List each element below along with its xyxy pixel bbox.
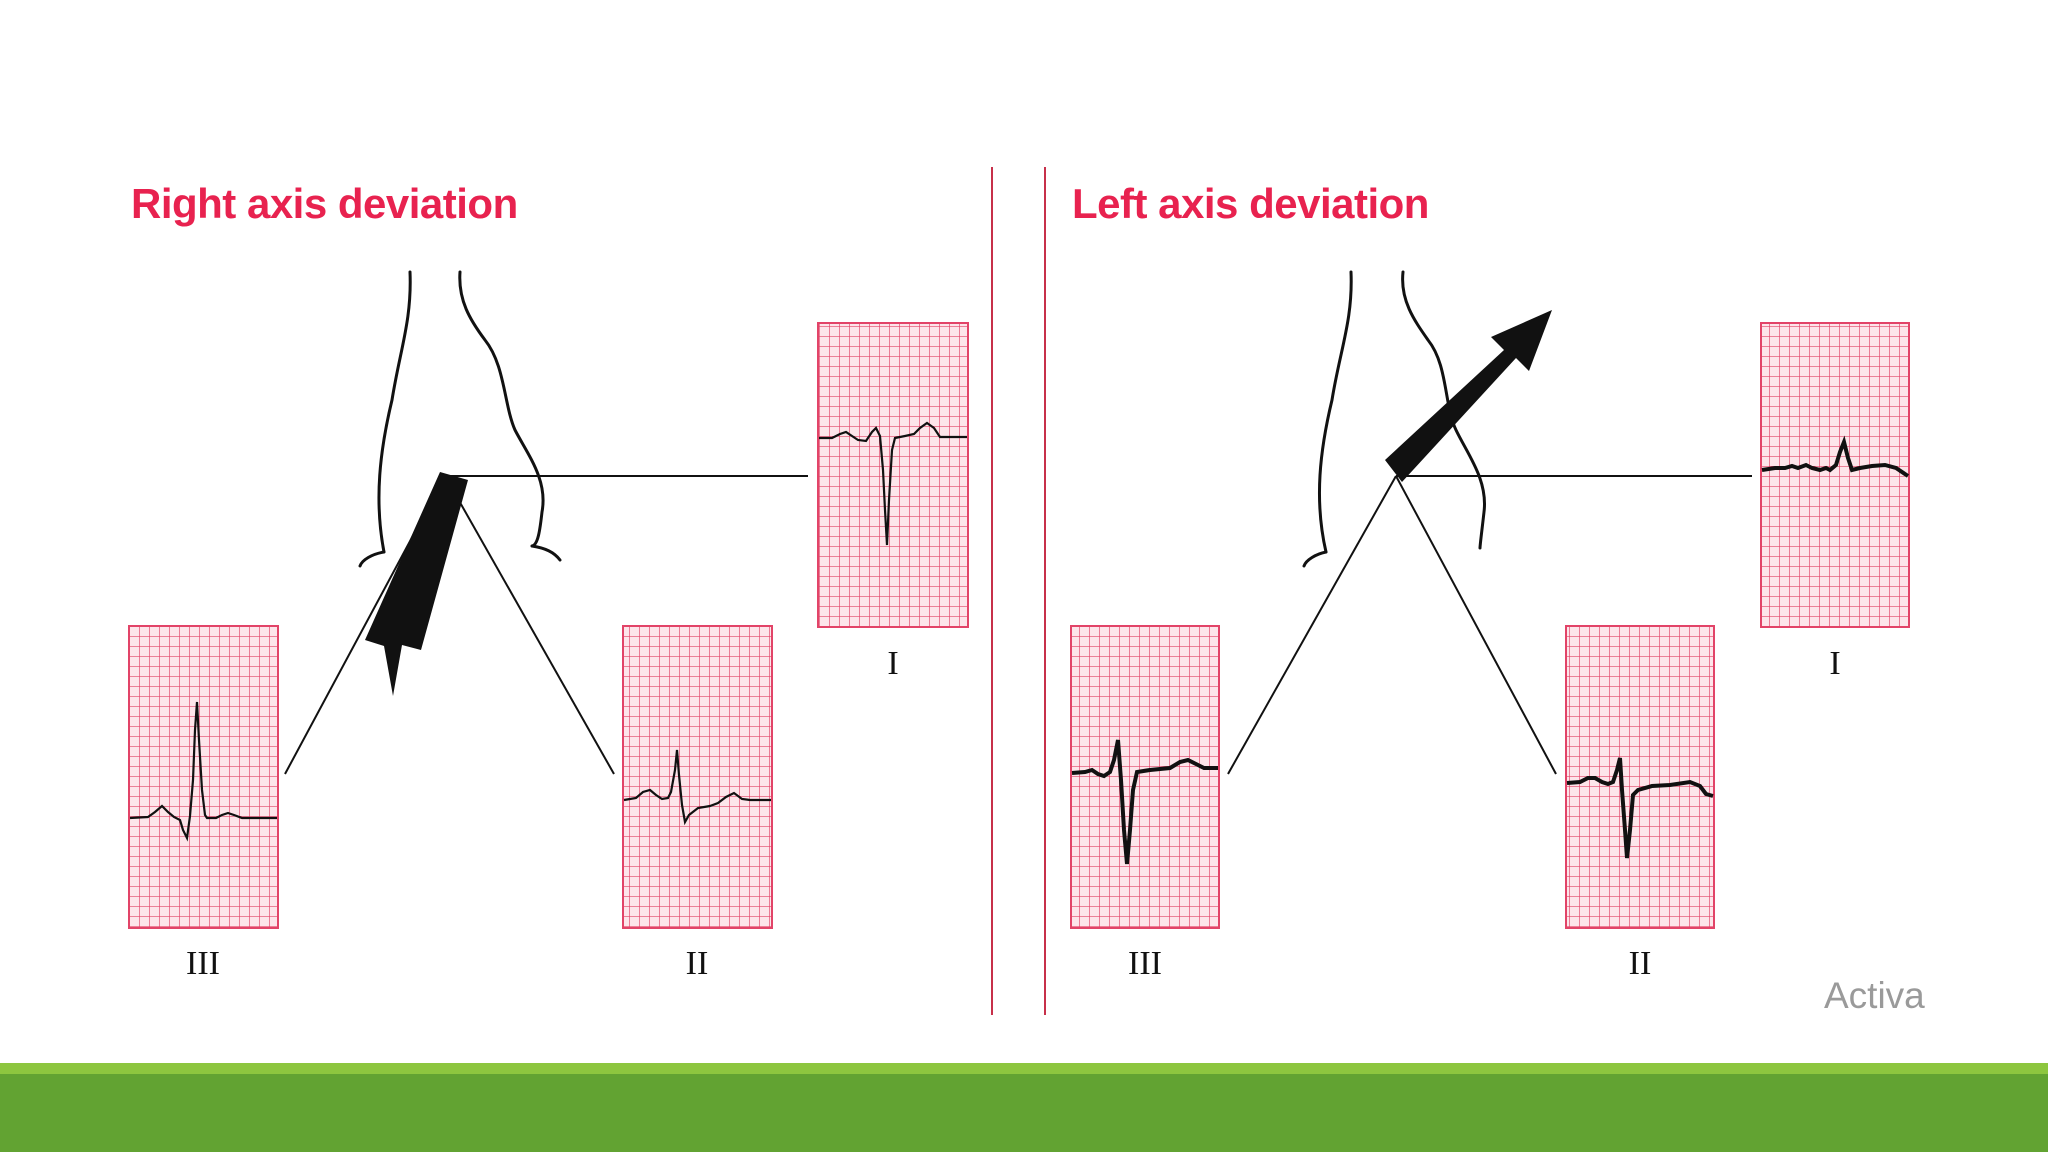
ecg-trace [819,421,967,546]
ecg-trace [129,701,277,842]
panel-divider [991,167,993,1015]
ecg-lead-II: II [622,625,773,982]
lead-label-II: II [1629,945,1652,982]
ecg-lead-I: I [817,322,969,682]
panel-divider [1044,167,1046,1015]
ecg-trace [1566,757,1714,859]
left-axis-title: Left axis deviation [1072,180,1429,227]
ecg-grid-icon [1760,322,1910,628]
lead-label-III: III [186,945,220,982]
ecg-trace [1761,435,1910,478]
ecg-trace [623,749,771,826]
axis-arrow-icon [365,472,468,696]
ecg-lead-III: III [128,625,279,982]
axis-arrow-icon [1385,310,1552,482]
ecg-grid-icon [128,625,279,929]
footer-stripe [0,1063,2048,1074]
ecg-grid-icon [817,322,969,628]
lead-label-I: I [1829,645,1840,682]
right-axis-title: Right axis deviation [131,180,518,227]
activation-watermark: Activa [1824,975,1925,1016]
footer-bar [0,1074,2048,1152]
lead-label-II: II [686,945,709,982]
ecg-lead-II: II [1565,625,1715,982]
body-silhouette-icon [1302,270,1487,568]
right-axis-panel: III II I [128,270,969,982]
body-silhouette-icon [358,270,562,568]
ecg-trace [1071,739,1218,865]
left-axis-panel: III II I [1070,270,1910,982]
lead-connector-lines [1227,475,1752,775]
ecg-grid-icon [1070,625,1220,929]
ecg-lead-I: I [1760,322,1910,682]
lead-label-I: I [887,645,898,682]
lead-label-III: III [1128,945,1162,982]
ecg-grid-icon [622,625,773,929]
ecg-lead-III: III [1070,625,1220,982]
